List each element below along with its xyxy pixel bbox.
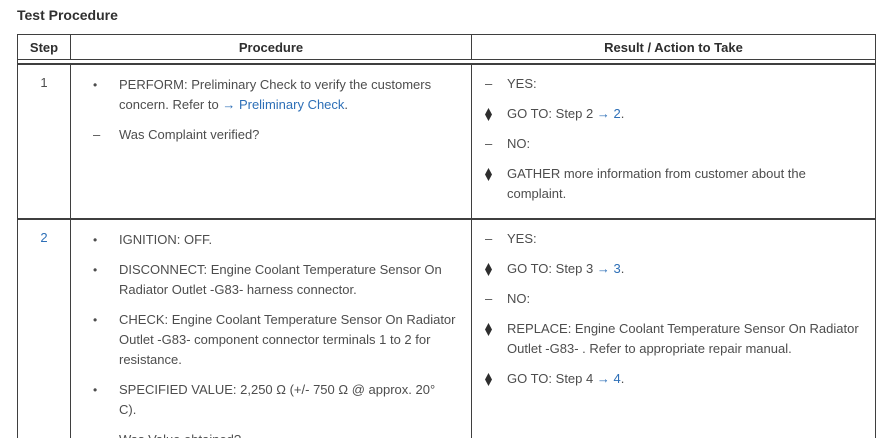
list-item: GO TO: Step 3 → 3. [472,259,875,279]
text-segment: NO: [507,136,531,151]
page-title: Test Procedure [17,7,118,23]
item-text: SPECIFIED VALUE: 2,250 Ω (+/- 750 Ω @ ap… [119,382,435,417]
table-row: 2 • IGNITION: OFF. • DISCONNECT: Engine Cool… [18,218,875,438]
inline-link[interactable]: → Preliminary Check [222,97,345,112]
list-item: • PERFORM: Preliminary Check to verify th… [71,75,471,115]
list-item: –YES: [472,229,875,249]
text-segment: REPLACE: Engine Coolant Temperature Sens… [507,321,859,356]
test-procedure-table: Step Procedure Result / Action to Take 1… [17,34,876,438]
list-item: • CHECK: Engine Coolant Temperature Senso… [71,310,471,370]
bullet-marker-icon: • [93,78,98,92]
list-item: –NO: [472,134,875,154]
item-text: Was Value obtained? [119,432,241,438]
table-body: 1 • PERFORM: Preliminary Check to verify t… [18,63,875,438]
step-cell: 1 [18,65,71,218]
inline-link[interactable]: → 4 [596,371,621,386]
text-segment: . [344,97,349,112]
item-text: GO TO: Step 3 → 3. [507,261,624,276]
list-item: REPLACE: Engine Coolant Temperature Sens… [472,319,875,359]
item-text: NO: [507,291,530,306]
header-step: Step [18,35,71,59]
text-segment: YES: [507,76,537,91]
item-text: Was Complaint verified? [119,127,259,142]
text-segment: NO: [507,291,531,306]
bullet-marker-icon: • [93,313,98,327]
list-item: – Was Complaint verified? [71,125,471,145]
procedure-cell: • PERFORM: Preliminary Check to verify th… [71,65,472,218]
diamond-marker-icon [485,263,492,276]
list-item: –YES: [472,74,875,94]
item-text: CHECK: Engine Coolant Temperature Sensor… [119,312,456,367]
dash-marker-icon: – [93,127,101,142]
procedure-cell: • IGNITION: OFF. • DISCONNECT: Engine Coola… [71,220,472,438]
item-text: REPLACE: Engine Coolant Temperature Sens… [507,321,859,356]
bullet-marker-icon: • [93,383,98,397]
list-item: – Was Value obtained? [71,430,471,438]
item-text: PERFORM: Preliminary Check to verify the… [119,77,431,112]
text-segment: DISCONNECT: Engine Coolant Temperature S… [119,262,442,297]
inline-link[interactable]: → 2 [596,106,621,121]
text-segment: GO TO: Step 3 [507,261,597,276]
item-text: IGNITION: OFF. [119,232,212,247]
item-text: YES: [507,231,537,246]
list-item: • DISCONNECT: Engine Coolant Temperature … [71,260,471,300]
list-item: GATHER more information from customer ab… [472,164,875,204]
item-text: GATHER more information from customer ab… [507,166,806,201]
step-number: 1 [40,75,48,90]
table-header-row: Step Procedure Result / Action to Take [18,35,875,60]
dash-marker-icon: – [93,430,100,438]
text-segment: PERFORM: Preliminary Check to verify the… [119,77,432,112]
dash-marker-icon: – [485,231,493,246]
dash-marker-icon: – [485,291,493,306]
text-segment: . [620,371,625,386]
dash-marker-icon: – [485,76,493,91]
dash-marker-icon: – [485,136,493,151]
text-segment: Was Complaint verified? [119,127,260,142]
text-segment: Was Value obtained? [119,432,241,438]
diamond-marker-icon [485,323,492,336]
list-item: • SPECIFIED VALUE: 2,250 Ω (+/- 750 Ω @ a… [71,380,471,420]
header-result-action: Result / Action to Take [604,40,743,55]
text-segment: GATHER more information from customer ab… [507,166,806,201]
list-item: –NO: [472,289,875,309]
bullet-marker-icon: • [93,233,98,247]
bullet-marker-icon: • [93,263,98,277]
list-item: • IGNITION: OFF. [71,230,471,250]
text-segment: SPECIFIED VALUE: 2,250 Ω (+/- 750 Ω @ ap… [119,382,436,417]
step-cell: 2 [18,220,71,438]
item-text: DISCONNECT: Engine Coolant Temperature S… [119,262,442,297]
diamond-marker-icon [485,168,492,181]
item-text: NO: [507,136,530,151]
text-segment: CHECK: Engine Coolant Temperature Sensor… [119,312,456,367]
item-text: GO TO: Step 2 → 2. [507,106,624,121]
item-text: GO TO: Step 4 → 4. [507,371,624,386]
list-item: GO TO: Step 4 → 4. [472,369,875,389]
item-text: YES: [507,76,537,91]
text-segment: GO TO: Step 4 [507,371,597,386]
text-segment: . [620,261,625,276]
text-segment: YES: [507,231,537,246]
diamond-marker-icon [485,108,492,121]
result-cell: –YES:GO TO: Step 3 → 3.–NO:REPLACE: Engi… [472,220,875,438]
result-cell: –YES:GO TO: Step 2 → 2.–NO:GATHER more i… [472,65,875,218]
text-segment: IGNITION: OFF. [119,232,213,247]
table-row: 1 • PERFORM: Preliminary Check to verify t… [18,65,875,218]
text-segment: . [620,106,625,121]
step-link[interactable]: 2 [40,230,48,245]
list-item: GO TO: Step 2 → 2. [472,104,875,124]
text-segment: GO TO: Step 2 [507,106,597,121]
inline-link[interactable]: → 3 [596,261,621,276]
header-procedure: Procedure [71,35,472,59]
diamond-marker-icon [485,373,492,386]
